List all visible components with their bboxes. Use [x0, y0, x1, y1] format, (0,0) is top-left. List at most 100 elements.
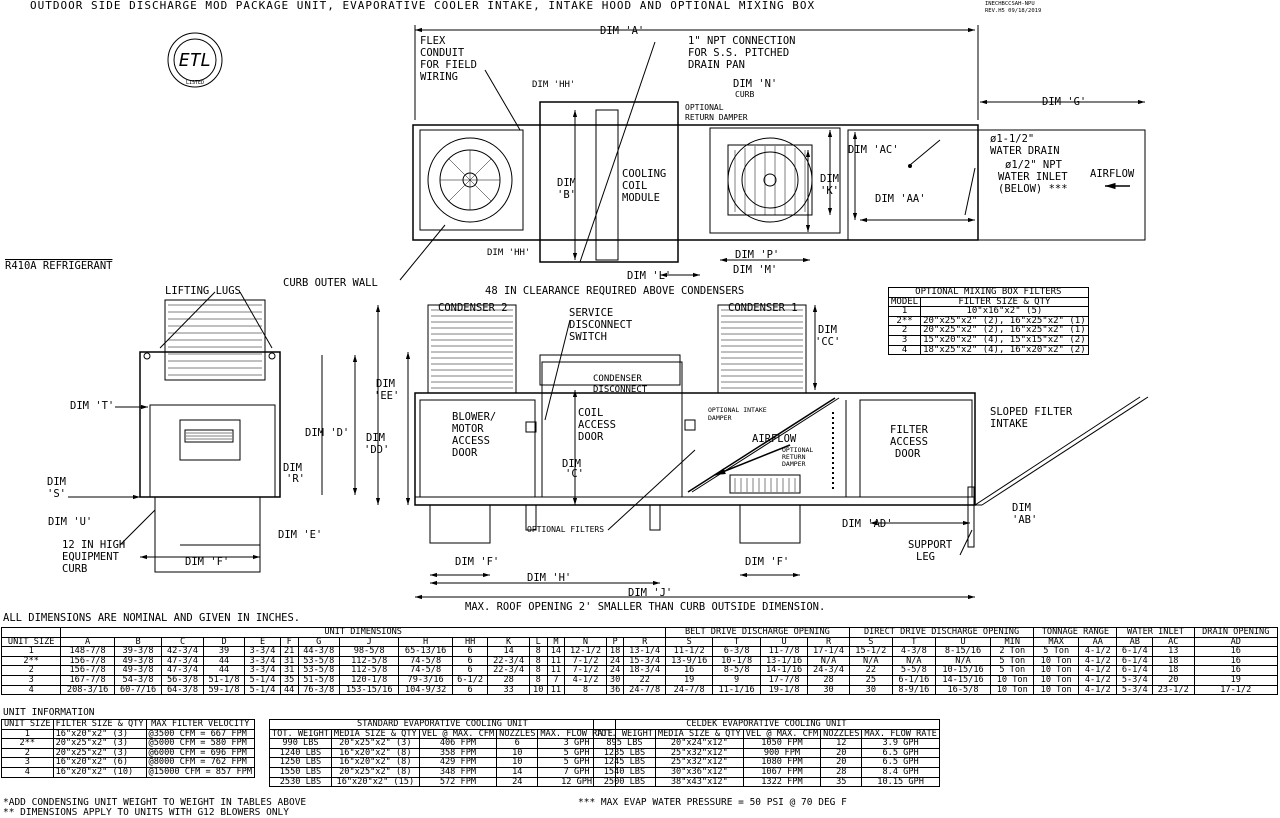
table-cell: 1322 FPM — [742, 776, 822, 788]
table-cell: 5-1/4 — [244, 674, 281, 686]
side-view — [414, 304, 1149, 548]
table-cell: 20"x24"x12" — [654, 738, 744, 749]
table-cell: 4 — [1, 766, 54, 778]
dim-m-label: DIM 'M' — [733, 264, 777, 276]
condenser-fan-icon — [427, 137, 513, 223]
table-cell: 6 — [496, 738, 539, 749]
table-cell: 14 — [496, 766, 539, 778]
max-roof-opening-label: MAX. ROOF OPENING 2' SMALLER THAN CURB O… — [465, 601, 825, 613]
table-cell: 148-7/8 — [60, 646, 115, 657]
table-cell: 17-7/8 — [759, 674, 809, 686]
table-cell: 33 — [487, 684, 530, 696]
table-cell: 11-1/16 — [712, 684, 761, 696]
lifting-lugs-label: LIFTING LUGS — [165, 285, 241, 297]
table-row: CELDEK EVAPORATIVE COOLING UNIT — [593, 719, 940, 730]
table-cell: 1 — [887, 306, 922, 317]
table-cell: 20 — [1152, 674, 1195, 686]
dim-dd-label: DIM'DD' — [364, 432, 389, 456]
dim-c-label: DIM'C' — [562, 458, 584, 480]
table-cell: 8-15/16 — [934, 646, 992, 657]
table-cell: 11-7/8 — [759, 646, 809, 657]
table-cell: 36 — [605, 684, 625, 696]
table-cell: @5000 CFM = 580 FPM — [145, 738, 256, 749]
table-cell: 15-1/2 — [848, 646, 893, 657]
table-cell: 64-3/8 — [161, 684, 204, 696]
condenser-1-label: CONDENSER 1 — [728, 302, 798, 314]
table-cell: 98-5/8 — [339, 646, 400, 657]
revision: REV.H5 09/18/2019 — [985, 8, 1041, 14]
table-cell: 167-7/8 — [60, 674, 115, 686]
table-cell: 208-3/16 — [60, 684, 115, 696]
table-group-header: DIRECT DRIVE DISCHARGE OPENING — [848, 627, 1035, 638]
plan-dimension-lines — [399, 25, 1145, 281]
table-cell: 22 — [623, 674, 666, 686]
table-group-header: DRAIN OPENING — [1193, 627, 1279, 638]
table-cell: 3 — [887, 334, 922, 346]
table-cell: 30 — [848, 684, 893, 696]
table-cell: 11 — [546, 684, 566, 696]
mixing-box-title: OPTIONAL MIXING BOX FILTERS — [888, 287, 1089, 298]
table-cell: 51-5/8 — [297, 674, 341, 686]
table-cell: 6-3/8 — [712, 646, 761, 657]
table-cell: 1 — [0, 646, 62, 657]
table-cell: 18 — [605, 646, 625, 657]
table-group-header: TONNAGE RANGE — [1033, 627, 1118, 638]
dimensions-note: ALL DIMENSIONS ARE NOMINAL AND GIVEN IN … — [3, 612, 301, 624]
condenser-2-label: CONDENSER 2 — [438, 302, 508, 314]
table-header: UNIT SIZE — [1, 719, 54, 730]
end-view — [139, 299, 281, 573]
table-cell: 17-1/2 — [1193, 684, 1279, 696]
table-cell: 6-1/2 — [451, 674, 489, 686]
dim-e-label: DIM 'E' — [278, 529, 322, 541]
dim-s-label: DIM'S' — [47, 476, 66, 500]
side-dimension-lines — [375, 305, 975, 600]
table-cell: 13-1/4 — [623, 646, 666, 657]
dim-aa-label: DIM 'AA' — [875, 193, 926, 205]
table-header: FILTER SIZE & QTY — [52, 719, 147, 730]
table-header: MAX FILTER VELOCITY — [145, 719, 256, 730]
table-cell: 38"x43"x12" — [654, 776, 744, 788]
table-row: STANDARD EVAPORATIVE COOLING UNIT — [269, 719, 616, 730]
table-cell: 8 — [528, 674, 548, 686]
table-cell: 20"x25"x2" (3) — [330, 738, 420, 749]
table-cell: 990 LBS — [269, 738, 332, 749]
etl-seal-icon: ETL LISTED — [167, 32, 223, 88]
dim-r-label: DIM'R' — [283, 462, 305, 485]
table-cell: 39-3/8 — [113, 646, 163, 657]
clearance-label: 48 IN CLEARANCE REQUIRED ABOVE CONDENSER… — [485, 285, 744, 297]
dim-ab-label: DIM'AB' — [1012, 502, 1037, 526]
dim-d-label: DIM 'D' — [305, 427, 349, 439]
table-cell: 35 — [820, 776, 863, 788]
table-cell: 30 — [807, 684, 850, 696]
table-cell: 2500 LBS — [593, 776, 656, 788]
table-group-header: BELT DRIVE DISCHARGE OPENING — [664, 627, 850, 638]
table-cell: 6-1/16 — [891, 674, 936, 686]
dim-u-label: DIM 'U' — [48, 516, 92, 528]
table-cell: 25 — [848, 674, 893, 686]
table-cell: 21 — [279, 646, 299, 657]
table-cell: 16"x20"x2" (15) — [330, 776, 420, 788]
table-cell: 153-15/16 — [339, 684, 400, 696]
table-cell: 895 LBS — [593, 738, 656, 749]
table-cell: 4-1/2 — [564, 674, 607, 686]
table-cell: 65-13/16 — [398, 646, 453, 657]
refrigerant-label: R410A REFRIGERANT — [5, 260, 113, 272]
table-cell: 3 — [0, 674, 62, 686]
